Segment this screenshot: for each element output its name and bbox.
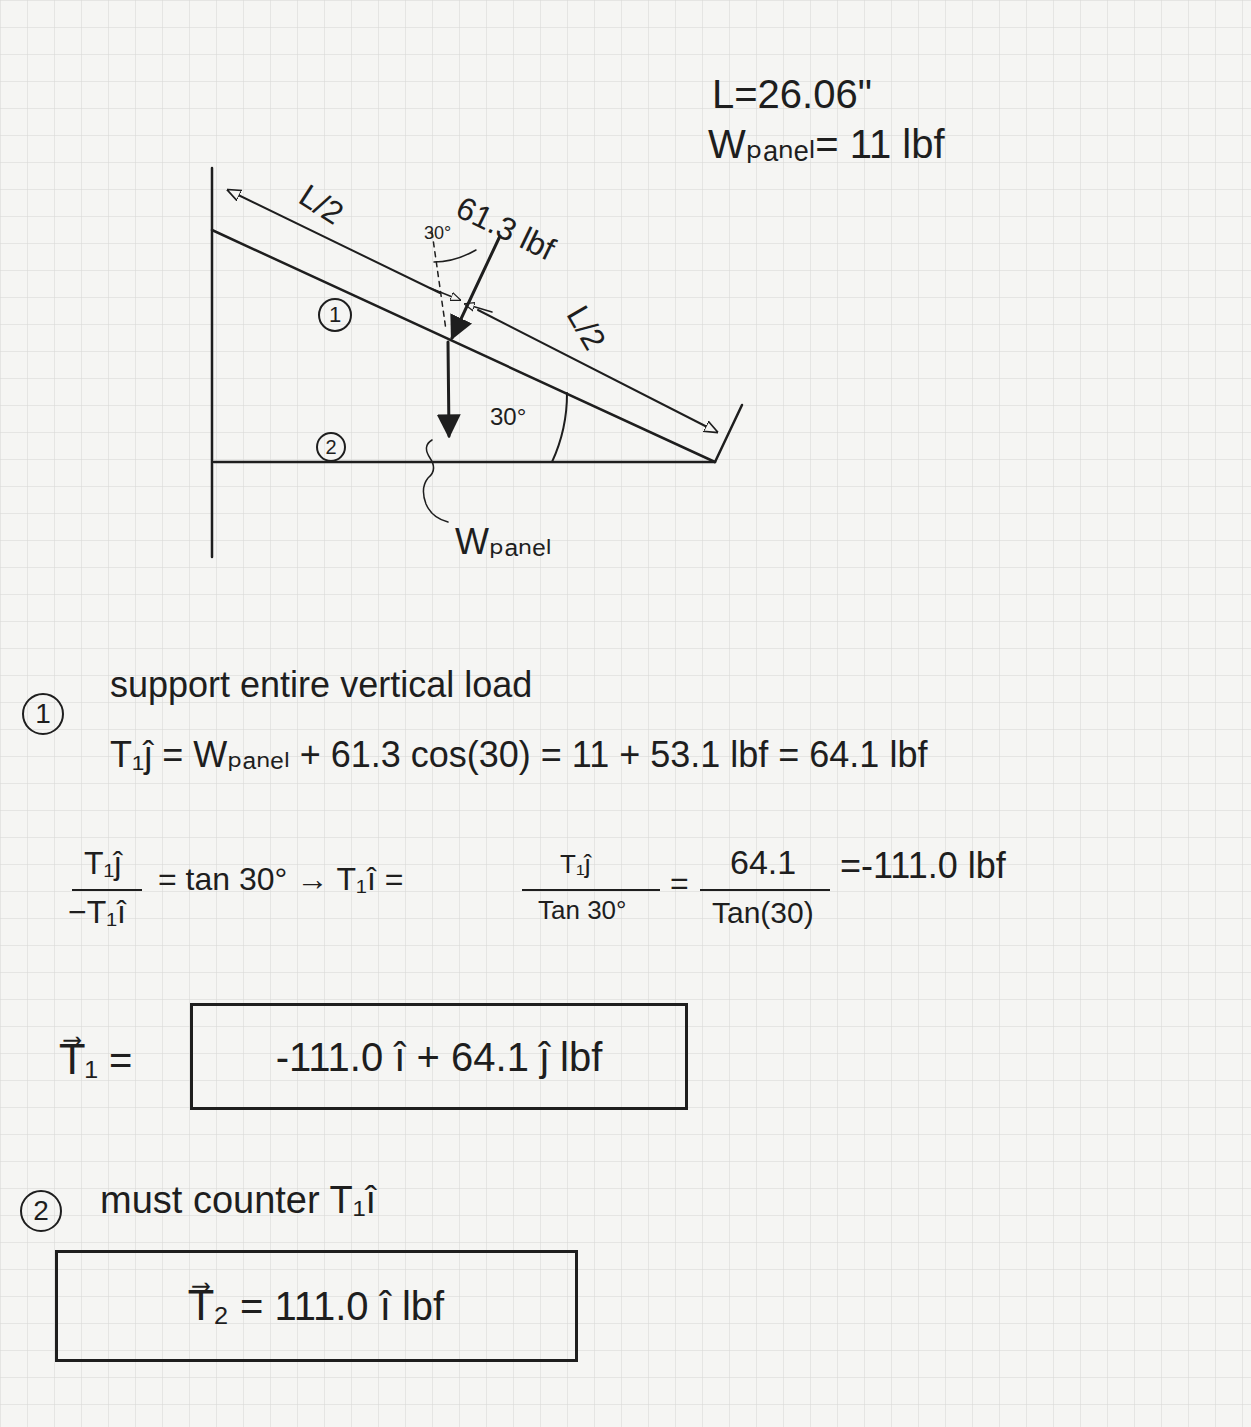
ground-line [214, 461, 715, 464]
fraction-bar [72, 889, 142, 891]
callout-number: 1 [318, 298, 352, 332]
fraction-denominator: Tan 30° [538, 896, 626, 925]
weight-arrow [448, 342, 449, 436]
angle-arc [552, 393, 567, 462]
node-text: 2 [33, 1196, 49, 1227]
angle-label: 30° [424, 224, 451, 244]
equation-text: = [670, 866, 689, 901]
weight-note: Wₚₐₙₑₗ= 11 lbf [708, 122, 945, 166]
fraction-numerator: 64.1 [730, 844, 796, 881]
note-text: support entire vertical load [110, 665, 532, 705]
callout-number: 2 [316, 432, 346, 462]
fraction-bar [700, 889, 830, 891]
wall-line [211, 168, 214, 557]
vector-label: T⃗₁ = [60, 1038, 132, 1082]
fraction-numerator: T₁ĵ [84, 846, 121, 881]
equation-text: = tan 30° → T₁î = [158, 862, 403, 897]
node-text: -111.0 î + 64.1 ĵ lbf [276, 1035, 603, 1079]
fraction-denominator: Tan(30) [712, 896, 814, 929]
node-text: 1 [35, 699, 51, 730]
force-arrow [452, 236, 500, 338]
node-text: 1 [329, 303, 341, 327]
node-text: T⃗₂ = 111.0 î lbf [189, 1284, 444, 1328]
answer-box: T⃗₂ = 111.0 î lbf [55, 1250, 578, 1362]
node-text: 2 [325, 436, 336, 458]
dimension-tick [715, 405, 742, 462]
angle-arc [434, 250, 476, 262]
fraction-denominator: −T₁î [68, 895, 126, 930]
answer-box: -111.0 î + 64.1 ĵ lbf [190, 1003, 688, 1110]
leader-line [423, 440, 448, 522]
dimension-arrow [430, 288, 460, 300]
dimension-note: L=26.06" [712, 72, 872, 116]
equation-text: T₁ĵ = Wₚₐₙₑₗ + 61.3 cos(30) = 11 + 53.1 … [110, 735, 927, 775]
callout-number: 2 [20, 1190, 62, 1232]
note-text: must counter T₁î [100, 1180, 376, 1222]
panel-line [212, 230, 715, 462]
callout-number: 1 [22, 693, 64, 735]
equation-result: =-111.0 lbf [840, 846, 1006, 886]
reference-line [432, 232, 446, 330]
fraction-numerator: T₁ĵ [560, 850, 590, 879]
angle-label: 30° [490, 404, 526, 430]
weight-label: Wₚₐₙₑₗ [455, 522, 552, 562]
fraction-bar [522, 889, 660, 891]
